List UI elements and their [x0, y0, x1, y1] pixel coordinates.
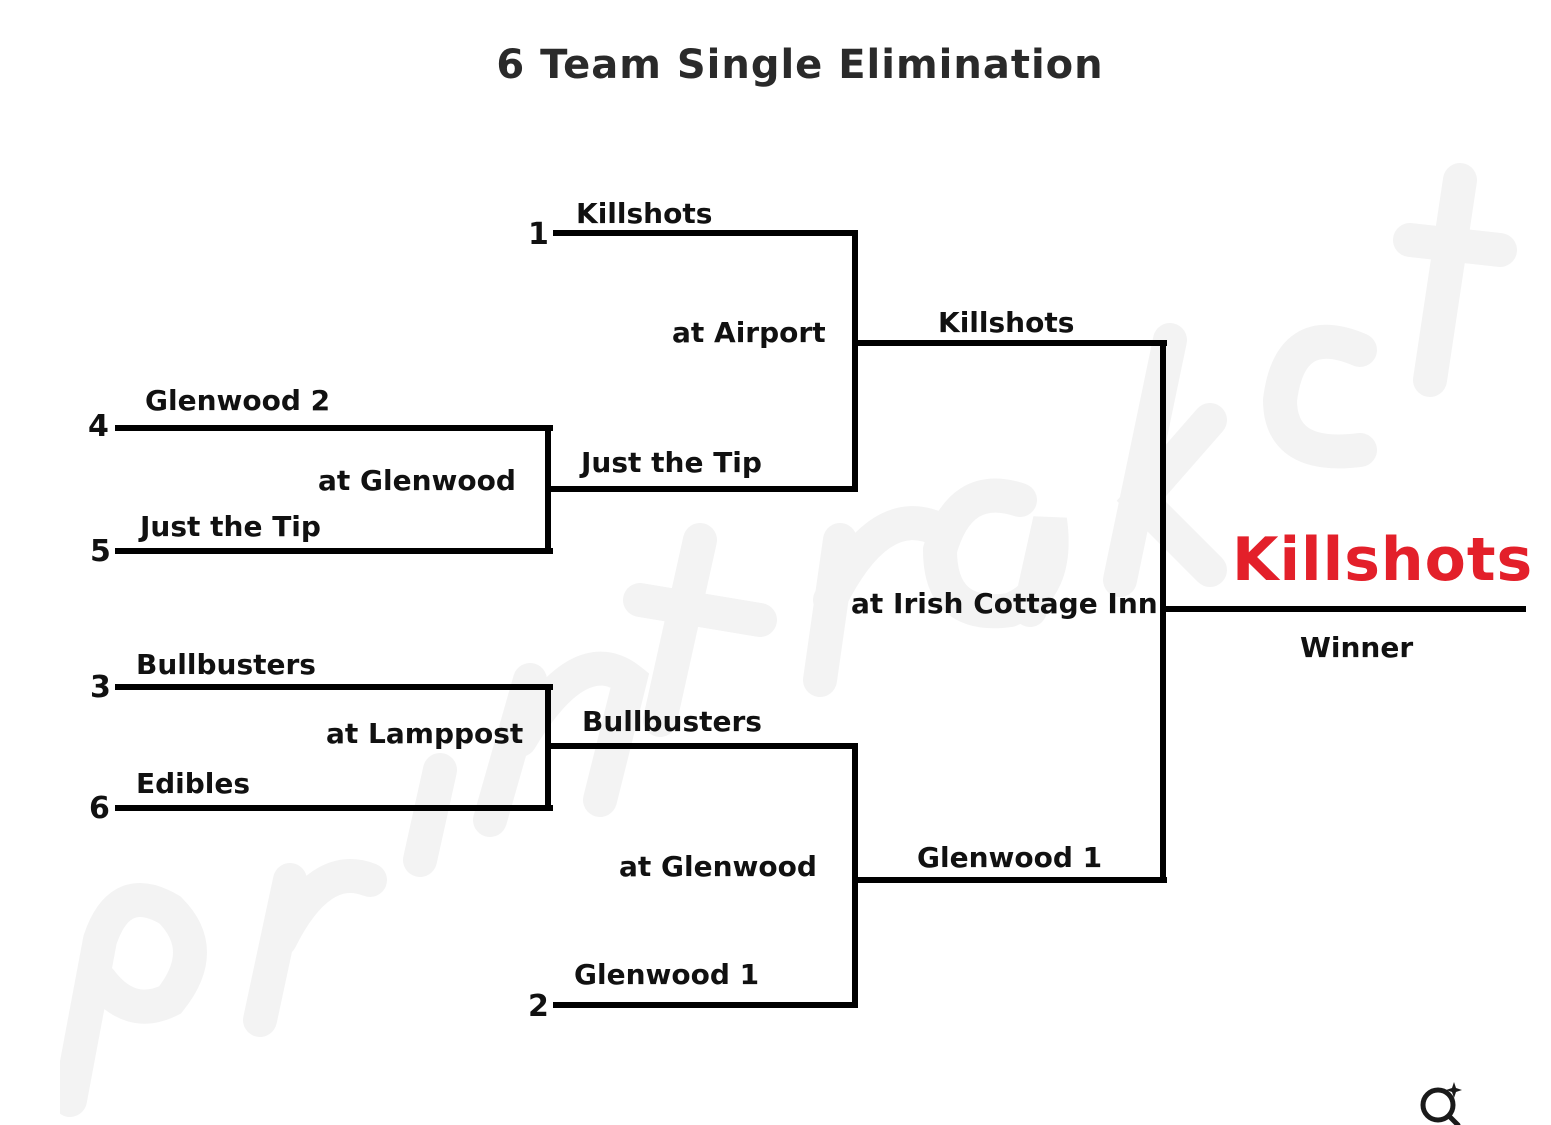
r2-bot-b-line [553, 1002, 858, 1008]
final-team-b: Glenwood 1 [917, 841, 1103, 874]
r1-bot-team-a: Bullbusters [136, 648, 316, 681]
bracket-title: 6 Team Single Elimination [496, 42, 1104, 88]
r1-top-a-line [115, 425, 553, 431]
r1-top-team-a: Glenwood 2 [145, 384, 331, 417]
r2-top-team-b: Just the Tip [581, 446, 762, 479]
r1-top-b-line [115, 548, 553, 554]
r1-bot-venue: at Lamppost [326, 717, 524, 750]
r2-bot-venue: at Glenwood [619, 850, 817, 883]
final-a-line [852, 340, 1167, 346]
seed-5: 5 [90, 534, 111, 569]
r1-bot-team-b: Edibles [136, 767, 251, 800]
seed-6: 6 [89, 791, 110, 826]
r1-bot-a-line [115, 684, 553, 690]
seed-1: 1 [528, 217, 549, 252]
champion-line [1160, 606, 1526, 612]
r2-bot-connector [852, 743, 858, 1008]
r2-top-team-a: Killshots [576, 197, 713, 230]
r2-top-connector [852, 230, 858, 492]
r2-top-b-line [545, 486, 858, 492]
watermark [60, 163, 1517, 1117]
r1-bot-b-line [115, 805, 553, 811]
r1-top-team-b: Just the Tip [140, 510, 321, 543]
r1-top-venue: at Glenwood [318, 464, 516, 497]
seed-4: 4 [88, 409, 109, 444]
champion-name: Killshots [1232, 525, 1534, 595]
final-venue: at Irish Cottage Inn [851, 587, 1158, 620]
final-b-line [852, 877, 1167, 883]
r2-bot-team-a: Bullbusters [582, 705, 762, 738]
search-sparkle-icon[interactable] [1418, 1080, 1466, 1125]
r2-bot-team-b: Glenwood 1 [574, 958, 760, 991]
r2-top-a-line [553, 230, 858, 236]
seed-2: 2 [528, 989, 549, 1024]
final-team-a: Killshots [938, 306, 1075, 339]
champion-label: Winner [1300, 631, 1414, 664]
seed-3: 3 [90, 670, 111, 705]
r2-bot-a-line [545, 743, 858, 749]
r2-top-venue: at Airport [672, 316, 826, 349]
